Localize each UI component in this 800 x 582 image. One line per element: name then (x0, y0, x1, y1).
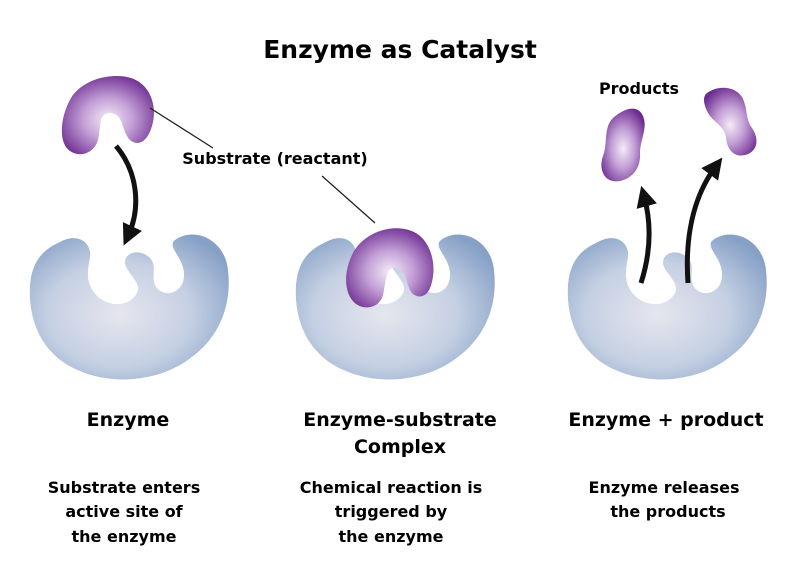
product-release-arrow-left (636, 185, 657, 284)
substrate-molecule (61, 76, 154, 155)
panel-2-caption-line-3: the enzyme (339, 527, 444, 546)
panel-2-caption-line-2: triggered by (335, 502, 448, 521)
panel-3-caption-line-2: the products (610, 502, 725, 521)
substrate-leader-line-2 (321, 175, 376, 224)
panel-2-caption-line-1: Chemical reaction is (300, 478, 483, 497)
panel-enzyme-product (567, 87, 767, 380)
enzyme-shape (29, 234, 229, 380)
panel-1-caption-line-2: active site of (65, 502, 183, 521)
substrate-entering-arrow (114, 144, 142, 246)
substrate-leader-line-1 (149, 107, 214, 149)
product-release-arrow-right (684, 157, 723, 284)
panel-1-caption-line-1: Substrate enters (48, 478, 200, 497)
diagram-title: Enzyme as Catalyst (263, 35, 537, 64)
product-molecule-left (601, 108, 645, 182)
enzyme-shape (567, 234, 767, 380)
panel-3-caption-line-1: Enzyme releases (589, 478, 740, 497)
bound-substrate (346, 228, 434, 308)
substrate-label: Substrate (reactant) (182, 149, 367, 168)
product-molecule-right (704, 87, 757, 156)
panel-2-heading-line-1: Enzyme-substrate (303, 409, 497, 431)
panel-1-heading: Enzyme (87, 409, 170, 431)
panel-1-caption-line-3: the enzyme (72, 527, 177, 546)
enzyme-shape (295, 234, 495, 380)
panel-enzyme (29, 76, 229, 380)
panel-2-heading-line-2: Complex (354, 436, 446, 458)
panel-3-heading: Enzyme + product (568, 409, 763, 431)
products-label: Products (599, 79, 679, 98)
panel-enzyme-substrate-complex (295, 228, 495, 380)
